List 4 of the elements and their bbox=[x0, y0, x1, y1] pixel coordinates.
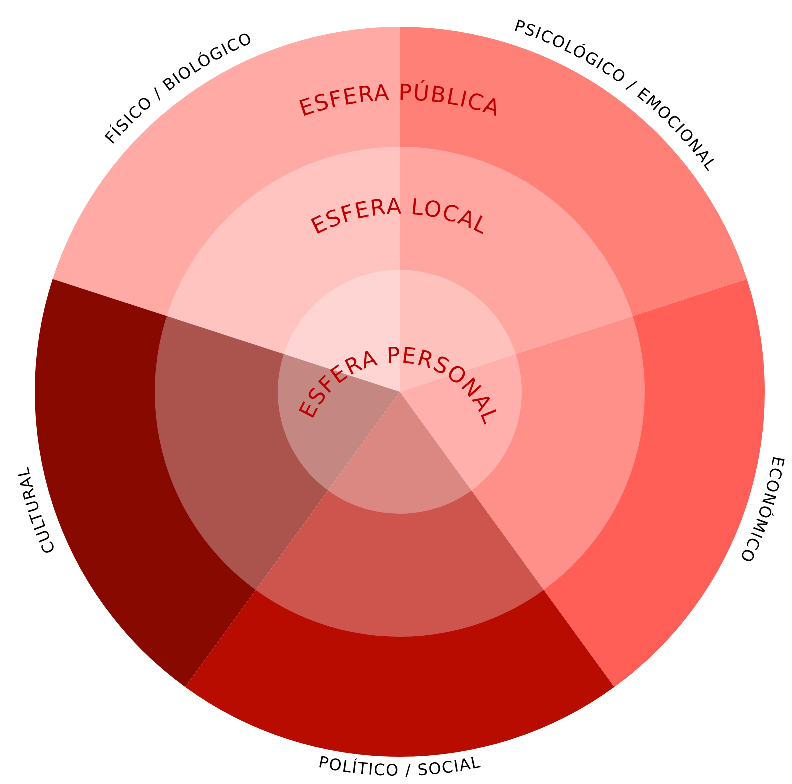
sphere-label: ESFERA PÚBLICA bbox=[296, 80, 504, 122]
sphere-circle bbox=[278, 270, 522, 514]
dimension-label: POLÍTICO / SOCIAL bbox=[317, 752, 483, 780]
sphere-label: ESFERA LOCAL bbox=[308, 194, 492, 240]
